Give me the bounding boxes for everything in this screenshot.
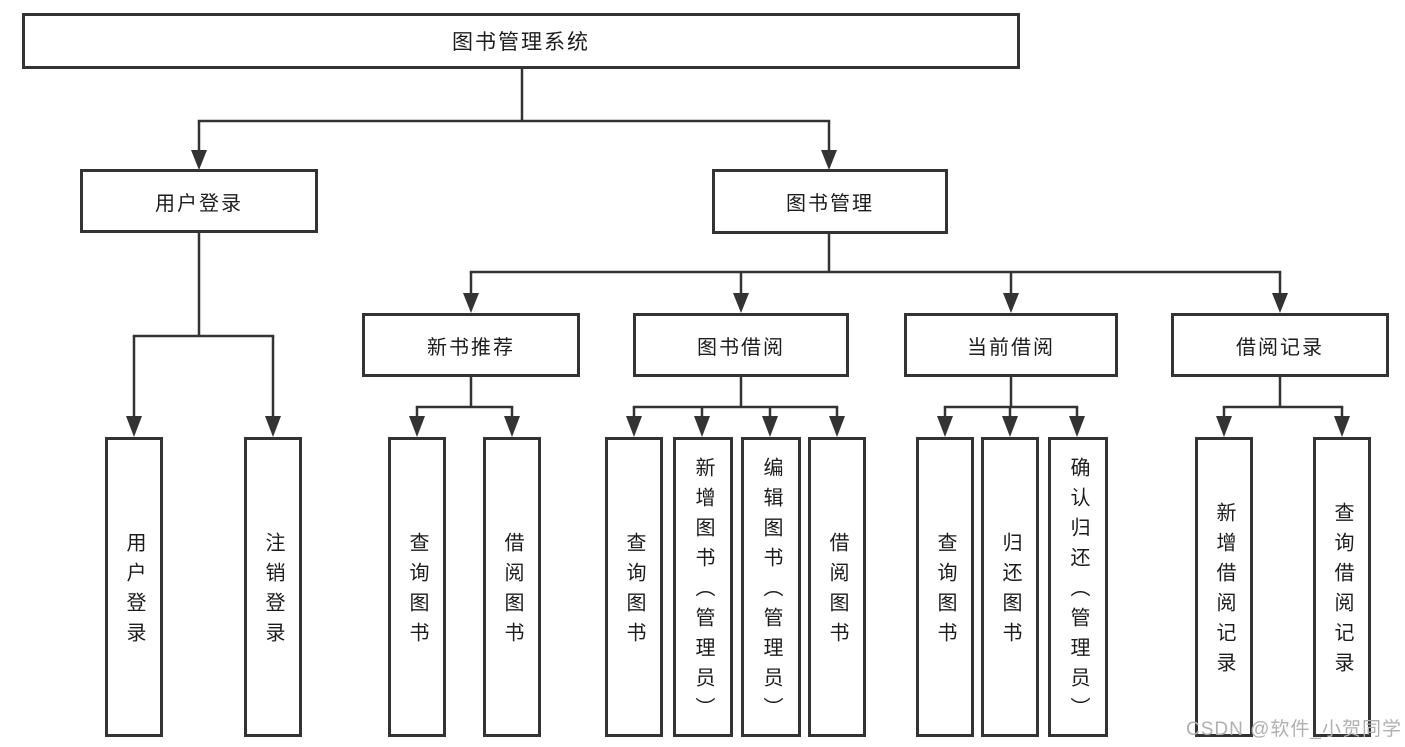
leaf-records-add-record: 新增借阅记录: [1195, 437, 1253, 737]
arrowhead-icon: [1216, 416, 1232, 437]
node-library-management-system: 图书管理系统: [22, 13, 1020, 69]
arrowhead-icon: [1002, 416, 1018, 437]
arrowhead-icon: [1069, 416, 1085, 437]
leaf-current-query-books: 查询图书: [916, 437, 974, 737]
arrowhead-icon: [937, 416, 953, 437]
node-label: 当前借阅: [967, 336, 1055, 359]
node-user-login-branch: 用户登录: [80, 169, 318, 233]
node-label: 查询借阅记录: [1331, 502, 1353, 682]
connector-root-to-level2: [191, 66, 837, 170]
arrowhead-icon: [504, 416, 520, 437]
node-label: 图书借阅: [697, 336, 785, 359]
arrowhead-icon: [821, 150, 837, 170]
node-label: 借阅图书: [501, 532, 523, 652]
leaf-borrowing-borrow-books: 借阅图书: [808, 437, 866, 737]
node-label: 借阅记录: [1236, 336, 1324, 359]
node-label: 新增图书（管理员）: [692, 457, 714, 727]
node-label: 确认归还（管理员）: [1067, 457, 1089, 727]
node-label: 归还图书: [999, 532, 1021, 652]
node-label: 用户登录: [123, 532, 145, 652]
node-label: 新书推荐: [427, 336, 515, 359]
arrowhead-icon: [265, 416, 281, 437]
leaf-user-login: 用户登录: [105, 437, 163, 737]
connector-book-borrowing-to-leaves: [626, 377, 845, 437]
node-label: 图书管理: [786, 193, 874, 215]
leaf-borrowing-add-books-admin: 新增图书（管理员）: [673, 437, 733, 737]
connector-book-management-to-level3: [463, 234, 1288, 313]
arrowhead-icon: [762, 416, 778, 437]
arrowhead-icon: [126, 416, 142, 437]
connector-new-book-recommend-to-leaves: [409, 377, 520, 437]
leaf-recommend-query-books: 查询图书: [388, 437, 446, 737]
leaf-borrowing-edit-books-admin: 编辑图书（管理员）: [741, 437, 801, 737]
node-label: 借阅图书: [826, 532, 848, 652]
node-label: 查询图书: [623, 532, 645, 652]
node-book-borrowing: 图书借阅: [633, 313, 849, 377]
leaf-current-confirm-return-admin: 确认归还（管理员）: [1048, 437, 1108, 737]
arrowhead-icon: [409, 416, 425, 437]
node-label: 查询图书: [934, 532, 956, 652]
arrowhead-icon: [1334, 416, 1350, 437]
connector-user-login-to-leaves: [126, 233, 281, 437]
arrowhead-icon: [1003, 293, 1019, 313]
node-label: 查询图书: [406, 532, 428, 652]
node-current-borrowing: 当前借阅: [904, 313, 1118, 377]
arrowhead-icon: [694, 416, 710, 437]
node-borrow-records: 借阅记录: [1171, 313, 1389, 377]
arrowhead-icon: [829, 416, 845, 437]
node-label: 编辑图书（管理员）: [760, 457, 782, 727]
connector-borrow-records-to-leaves: [1216, 377, 1350, 437]
arrowhead-icon: [733, 293, 749, 313]
csdn-watermark: CSDN @软件_小贺同学: [1186, 719, 1402, 740]
arrowhead-icon: [626, 416, 642, 437]
node-label: 注销登录: [262, 532, 284, 652]
leaf-logout: 注销登录: [244, 437, 302, 737]
leaf-current-return-books: 归还图书: [981, 437, 1039, 737]
arrowhead-icon: [463, 293, 479, 313]
arrowhead-icon: [191, 150, 207, 170]
node-label: 新增借阅记录: [1213, 502, 1235, 682]
leaf-records-query-record: 查询借阅记录: [1313, 437, 1371, 737]
node-new-book-recommend: 新书推荐: [362, 313, 580, 377]
connector-current-borrowing-to-leaves: [937, 377, 1085, 437]
arrowhead-icon: [1272, 293, 1288, 313]
leaf-borrowing-query-books: 查询图书: [605, 437, 663, 737]
leaf-recommend-borrow-books: 借阅图书: [483, 437, 541, 737]
node-label: 用户登录: [155, 192, 243, 215]
node-book-management-branch: 图书管理: [712, 169, 948, 234]
node-label: 图书管理系统: [452, 31, 590, 54]
